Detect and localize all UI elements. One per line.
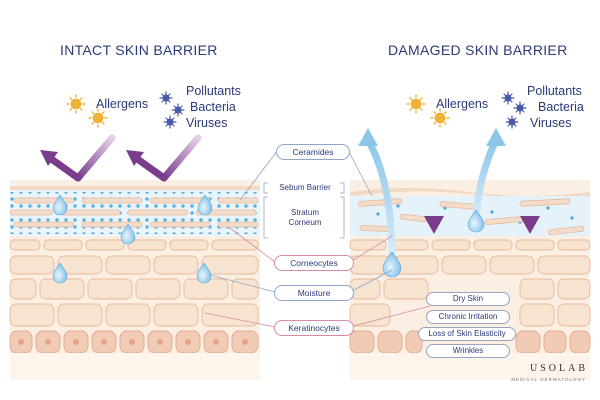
damaged-title: DAMAGED SKIN BARRIER — [388, 42, 568, 58]
pollutants-label-right: Pollutants — [527, 84, 582, 98]
keratinocytes-label: Keratinocytes — [274, 320, 354, 336]
brand-tagline: MEDICAL DERMATOLOGY — [511, 377, 586, 382]
viruses-label-left: Viruses — [186, 116, 228, 130]
stratum-corneum-label-1: Stratum — [290, 208, 319, 217]
damaged-skin-panel — [349, 128, 591, 380]
ceramides-label: Ceramides — [276, 144, 350, 160]
allergens-label-left: Allergens — [96, 97, 149, 111]
allergen-icons — [70, 98, 446, 124]
condition-dry-skin: Dry Skin — [426, 292, 510, 306]
viruses-label-right: Viruses — [530, 116, 572, 130]
condition-loss-of-elasticity: Loss of Skin Elasticity — [418, 327, 516, 341]
connector-lines — [204, 149, 431, 328]
allergens-label-right: Allergens — [436, 97, 489, 111]
bacteria-label-right: Bacteria — [538, 100, 584, 114]
intact-skin-panel — [9, 134, 260, 380]
condition-chronic-irritation: Chronic Irritation — [426, 310, 510, 324]
sebum-barrier-label: Sebum Barrier — [279, 183, 331, 192]
intact-title: INTACT SKIN BARRIER — [60, 42, 218, 58]
moisture-label: Moisture — [274, 285, 354, 301]
bacteria-label-left: Bacteria — [190, 100, 236, 114]
corneocytes-label: Corneocytes — [274, 255, 354, 271]
stratum-corneum-label-2: Corneum — [288, 218, 322, 227]
pollutants-label-left: Pollutants — [186, 84, 241, 98]
condition-wrinkles: Wrinkles — [426, 344, 510, 358]
brand-logo: USOLAB — [529, 363, 588, 374]
